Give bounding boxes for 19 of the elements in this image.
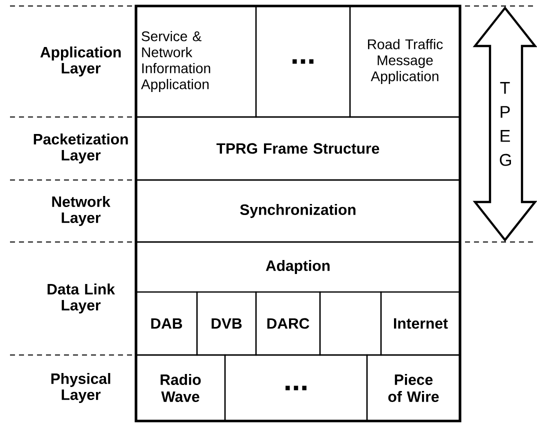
layer-cell: Service & Network Information Application: [135, 5, 257, 118]
layer-label: Network Layer: [52, 196, 110, 226]
layer-cell: Radio Wave: [135, 354, 226, 422]
empty-cell: [319, 291, 382, 356]
layer-label: Application Layer: [40, 46, 121, 76]
layer-label: Packetization Layer: [34, 134, 128, 164]
layer-label: Physical Layer: [51, 373, 110, 403]
layer-cell: TPRG Frame Structure: [135, 116, 461, 181]
layer-cell: Road Traffic Message Application: [349, 5, 461, 118]
layer-cell: DVB: [196, 291, 257, 356]
layer-cell: ...: [255, 5, 351, 118]
layer-cell: Synchronization: [135, 179, 461, 243]
layer-label: Data Link Layer: [48, 284, 115, 314]
layer-cell: Piece of Wire: [366, 354, 461, 422]
layer-cell: ...: [224, 354, 368, 422]
layer-cell: Adaption: [136, 241, 460, 292]
layer-cell: DAB: [135, 291, 198, 356]
layer-cell: Internet: [380, 291, 461, 356]
layer-cell: DARC: [255, 291, 321, 356]
